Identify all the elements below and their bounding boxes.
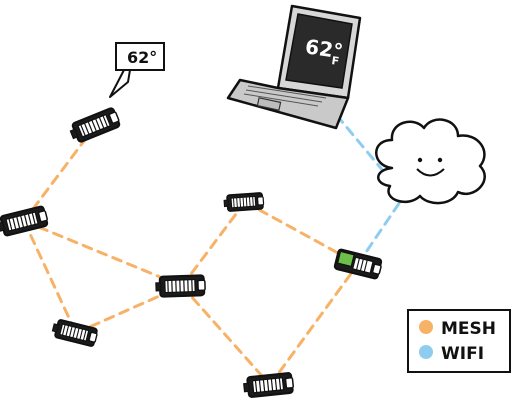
svg-text:F: F <box>331 54 340 68</box>
node-left <box>0 204 50 238</box>
link-gateway-cloud <box>356 194 406 266</box>
legend-swatch-wifi <box>419 345 433 359</box>
legend: MESH WIFI <box>407 309 511 373</box>
link-node-center-node-center-top <box>180 200 247 288</box>
node-bottom-left <box>50 317 100 348</box>
node-gateway <box>333 248 383 280</box>
node-center-top <box>222 191 265 213</box>
node-center <box>154 274 207 298</box>
laptop-temperature-display: 62° F <box>304 34 345 68</box>
laptop: 62° F <box>226 4 362 130</box>
link-node-bottom-gateway <box>268 262 360 387</box>
sensor-reading-bubble: 62° <box>109 42 165 98</box>
link-node-left-node-center <box>22 219 184 288</box>
svg-text:62°: 62° <box>304 34 345 63</box>
link-node-center-node-bottom <box>180 284 272 387</box>
legend-item-wifi: WIFI <box>419 344 484 364</box>
node-sensor-top <box>67 106 123 146</box>
sensor-reading-text: 62° <box>127 48 157 67</box>
link-node-left-node-bottom-left <box>22 219 78 335</box>
legend-label-wifi: WIFI <box>441 344 484 364</box>
cloud-icon <box>375 118 486 205</box>
legend-swatch-mesh <box>419 320 433 334</box>
legend-item-mesh: MESH <box>419 319 496 339</box>
legend-label-mesh: MESH <box>441 319 496 339</box>
link-node-center-top-gateway <box>243 200 360 266</box>
node-bottom <box>242 371 295 399</box>
